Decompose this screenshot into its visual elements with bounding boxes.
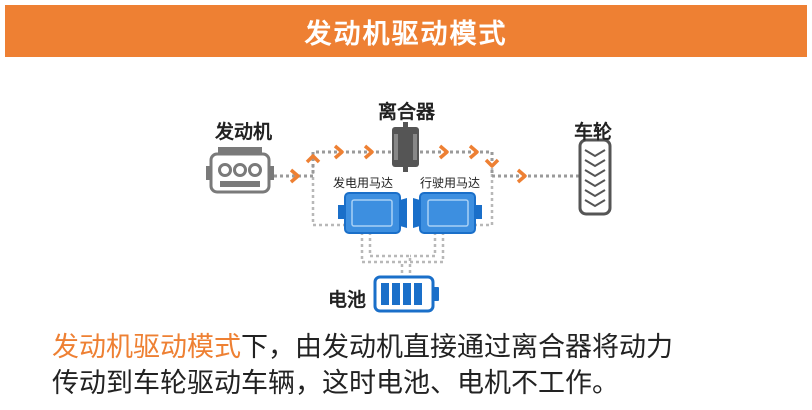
battery-label: 电池	[328, 289, 367, 311]
wheel-icon	[578, 138, 612, 216]
engine-label: 发动机	[215, 121, 273, 143]
engine-icon	[206, 147, 274, 194]
power-flow-path	[274, 150, 580, 178]
generator-motor-label: 发电用马达	[333, 176, 394, 190]
description-text: 发动机驱动模式下，由发动机直接通过离合器将动力 传动到车轮驱动车辆，这时电池、电…	[52, 330, 792, 402]
description-line2: 传动到车轮驱动车辆，这时电池、电机不工作。	[52, 368, 619, 399]
clutch-label: 离合器	[378, 101, 436, 123]
drive-motor-icon	[413, 192, 482, 234]
description-line1: 下，由发动机直接通过离合器将动力	[241, 332, 673, 363]
mode-highlight: 发动机驱动模式	[52, 332, 241, 363]
title-banner: 发动机驱动模式	[5, 5, 807, 57]
battery-icon	[373, 275, 439, 313]
power-flow-arrows	[289, 144, 527, 184]
drive-motor-label: 行驶用马达	[420, 176, 481, 190]
generator-motor-icon	[338, 192, 407, 234]
clutch-icon	[392, 122, 419, 172]
wheel-label: 车轮	[574, 121, 613, 143]
page-title: 发动机驱动模式	[304, 18, 508, 50]
